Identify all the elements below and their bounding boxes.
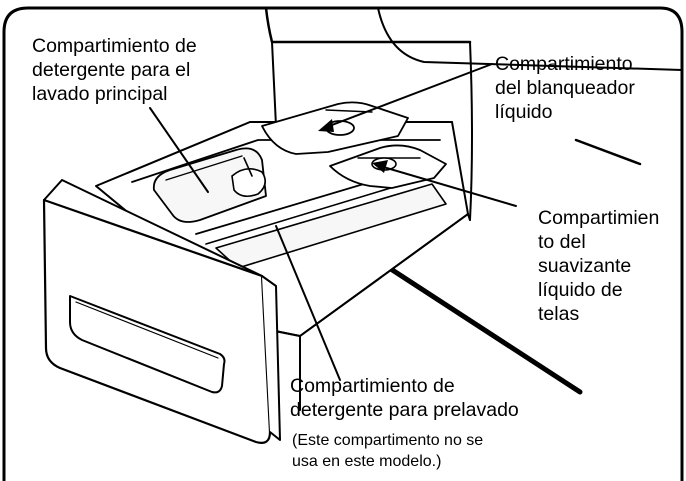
label-softener: Compartimien to del suavizante líquido d… — [538, 206, 659, 326]
leader-lines — [149, 63, 517, 381]
drawer-body — [95, 101, 471, 411]
label-softener-line-5: telas — [538, 303, 580, 325]
label-prewash-line-2: detergente para prelavado — [290, 399, 519, 421]
drawer-front-panel — [42, 179, 281, 444]
label-prewash: Compartimiento de detergente para prelav… — [290, 374, 519, 422]
leader-prewash — [275, 225, 341, 381]
label-prewash-line-1: Compartimiento de — [290, 375, 455, 397]
label-main-wash-line-1: Compartimiento de — [32, 35, 197, 57]
prewash-note: (Este compartimento no se usa en este mo… — [292, 430, 483, 472]
label-bleach-line-3: líquido — [495, 101, 553, 123]
label-bleach: Compartimiento del blanqueador líquido — [495, 52, 635, 124]
prewash-note-line-1: (Este compartimento no se — [292, 432, 484, 449]
outer-frame — [2, 6, 684, 481]
label-main-wash: Compartimiento de detergente para el lav… — [32, 34, 197, 106]
label-main-wash-line-2: detergente para el — [32, 59, 191, 81]
arrowheads — [318, 119, 388, 173]
leader-bleach — [323, 63, 493, 129]
label-main-wash-line-3: lavado principal — [32, 83, 168, 105]
label-bleach-line-2: del blanqueador — [495, 77, 635, 99]
label-softener-line-3: suavizante — [538, 255, 632, 277]
prewash-note-line-2: usa en este modelo.) — [292, 453, 442, 470]
machine-cabinet — [264, 6, 683, 395]
label-softener-line-1: Compartimien — [538, 207, 660, 229]
label-softener-line-4: líquido de — [538, 279, 623, 301]
label-bleach-line-1: Compartimiento — [495, 53, 633, 75]
leader-main-wash — [149, 107, 209, 193]
label-softener-line-2: to del — [538, 231, 586, 253]
leader-softener — [379, 165, 517, 207]
